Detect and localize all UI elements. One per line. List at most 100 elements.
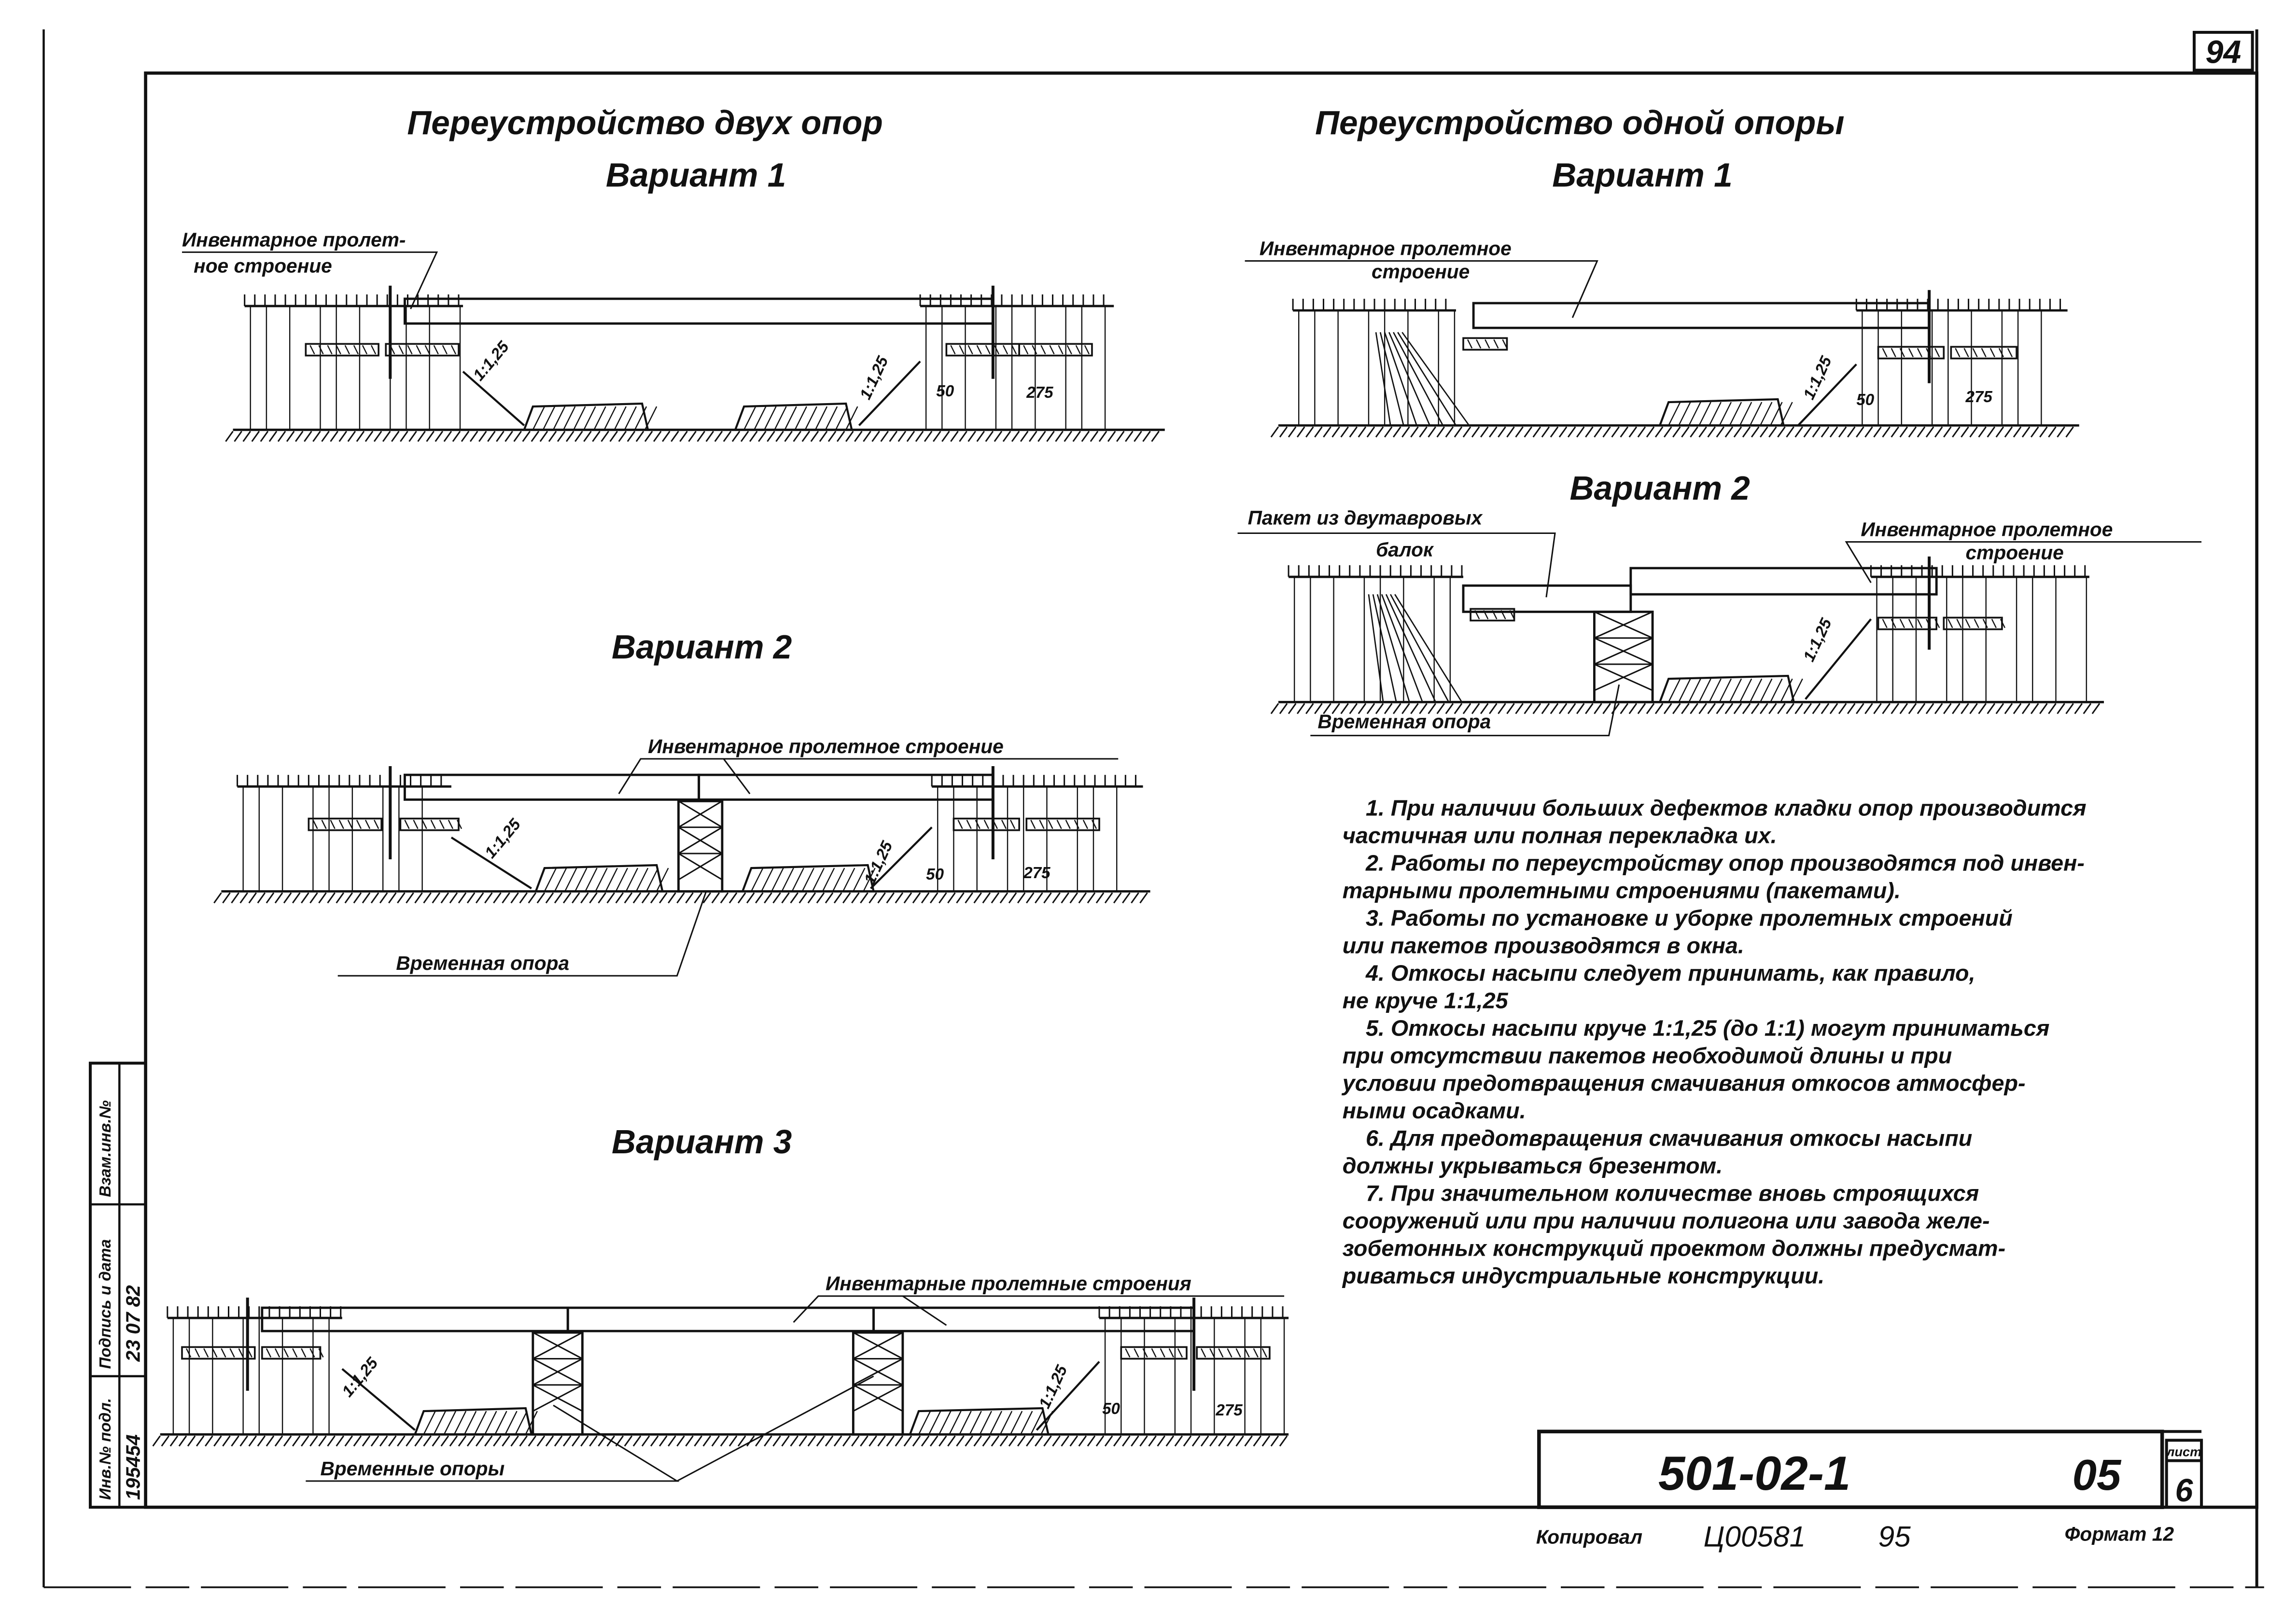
embankment-lines: [925, 306, 1106, 430]
sleepers: [1098, 1306, 1284, 1318]
block-hatching: [1882, 618, 1940, 629]
svg-text:Взам.инв.№: Взам.инв.№: [97, 1100, 114, 1197]
svg-text:50: 50: [1102, 1400, 1120, 1418]
abutment-block: [1196, 1346, 1271, 1360]
sheet-label: лист: [2166, 1444, 2202, 1459]
span-label: строение: [1372, 261, 1470, 283]
note-line: не круче 1:1,25: [1343, 988, 1509, 1013]
support-bracing: [853, 1331, 903, 1412]
note-line: при отсутствии пакетов необходимой длины…: [1343, 1043, 1952, 1068]
embankment-slope: [1797, 364, 1857, 426]
abutment-block: [1943, 616, 2003, 630]
sleepers: [931, 775, 1136, 787]
embankment-lines: [1862, 310, 2042, 426]
svg-text:1:1,25: 1:1,25: [856, 353, 892, 402]
old-pier-debris: [734, 402, 853, 431]
embankment-lines: [242, 786, 423, 892]
abutment-block: [1877, 346, 1945, 360]
block-hatching: [1030, 820, 1097, 829]
debris-hatching: [1668, 678, 1803, 702]
old-pier-debris: [741, 864, 875, 893]
support-label: Временная опора: [396, 952, 569, 974]
abutment-block: [1025, 817, 1100, 831]
svg-text:195454: 195454: [122, 1434, 144, 1500]
footer: Копировал Ц00581 95 Формат 12: [1536, 1520, 2174, 1553]
svg-text:Ц00581: Ц00581: [1704, 1520, 1806, 1553]
block-hatching: [1474, 610, 1515, 619]
left-v2-labels: Инвентарное пролетное строение Временная…: [337, 735, 1119, 977]
embankment-slope: [462, 371, 525, 426]
note-line: ными осадками.: [1343, 1098, 1526, 1123]
right-v2-labels: Пакет из двутавровых балок Инвентарное п…: [1237, 506, 2202, 737]
note-line: риваться индустриальные конструкции.: [1342, 1263, 1825, 1288]
embankment-slope: [341, 1368, 416, 1431]
support-bracing: [678, 800, 723, 881]
abutment-block: [399, 817, 460, 831]
svg-text:50: 50: [1856, 391, 1874, 409]
svg-text:Подпись и дата: Подпись и дата: [97, 1239, 114, 1369]
embankment-lines: [1104, 1318, 1285, 1435]
side-stamp: Инв.№ подл. Подпись и дата Взам.инв.№ 19…: [88, 1062, 147, 1509]
block-hatching: [309, 345, 377, 355]
old-abutment-lines: [1368, 594, 1463, 703]
span-label: Инвентарное пролетное строение: [648, 735, 1004, 757]
note-line: тарными пролетными строениями (пакетами)…: [1343, 878, 1901, 903]
span-label: Инвентарные пролетные строения: [826, 1273, 1191, 1295]
abutment-block: [305, 343, 379, 357]
debris-hatching: [423, 1411, 538, 1435]
svg-text:1:1,25: 1:1,25: [1036, 1362, 1071, 1411]
album-number: 05: [2073, 1451, 2122, 1499]
right-variant2-heading: Вариант 2: [1569, 469, 1750, 507]
support-bracing: [1594, 611, 1653, 691]
svg-text:Копировал: Копировал: [1536, 1526, 1642, 1548]
embankment-lines: [1876, 576, 2087, 702]
debris-hatching: [751, 868, 876, 892]
block-hatching: [1882, 348, 1940, 358]
span-structure: [566, 1306, 875, 1332]
sleepers: [1288, 565, 1463, 577]
block-hatching: [185, 1348, 252, 1358]
span-label: ное строение: [194, 255, 332, 277]
embankment-slope: [450, 836, 532, 890]
span-structure: [872, 1306, 1195, 1332]
svg-text:94: 94: [2205, 34, 2241, 70]
abutment-block: [952, 817, 1020, 831]
span-structure: [261, 1306, 569, 1332]
svg-text:1:1,25: 1:1,25: [339, 1354, 382, 1400]
block-hatching: [266, 1348, 324, 1358]
abutment-block: [385, 343, 460, 357]
general-notes: 1. При наличии больших дефектов кладки о…: [1342, 796, 2087, 1288]
svg-text:1:1,25: 1:1,25: [861, 838, 896, 887]
note-line: 7. При значительном количестве вновь стр…: [1366, 1181, 1979, 1206]
svg-text:23 07 82: 23 07 82: [122, 1285, 144, 1362]
old-abutment-lines: [1375, 332, 1470, 426]
debris-hatching: [1668, 402, 1793, 426]
block-hatching: [404, 820, 462, 829]
embankment-slope: [870, 826, 933, 889]
note-line: 1. При наличии больших дефектов кладки о…: [1366, 796, 2087, 821]
support-label: Временная опора: [1317, 711, 1491, 733]
note-line: 6. Для предотвращения смачивания откосы …: [1366, 1126, 1972, 1151]
embankment-slope: [1805, 618, 1872, 700]
embankment-lines: [1293, 576, 1451, 702]
note-line: 2. Работы по переустройству опор произво…: [1365, 851, 2085, 876]
corner-sheet-number: 94: [2193, 30, 2254, 72]
right-variant1-heading: Вариант 1: [1552, 156, 1732, 194]
svg-text:95: 95: [1878, 1520, 1911, 1553]
support-bracing: [532, 1331, 583, 1412]
block-hatching: [1955, 348, 2013, 358]
sleepers: [919, 294, 1105, 306]
abutment-block: [261, 1346, 322, 1360]
ground-hatching: [1270, 426, 2074, 438]
bridge-scenes: [152, 285, 2104, 1447]
old-pier-debris: [908, 1407, 1050, 1436]
document-code: 501-02-1: [1658, 1447, 1850, 1500]
abutment-block: [1877, 616, 1938, 630]
debris-hatching: [918, 1411, 1053, 1435]
sheet-number: 6: [2175, 1473, 2193, 1509]
span-structure: [404, 297, 994, 325]
sleepers: [244, 294, 460, 306]
span-label: строение: [1966, 542, 2064, 564]
embankment-lines: [937, 786, 1118, 892]
left-v1-labels: Инвентарное пролет- ное строение 1:1,25 …: [182, 228, 1053, 402]
